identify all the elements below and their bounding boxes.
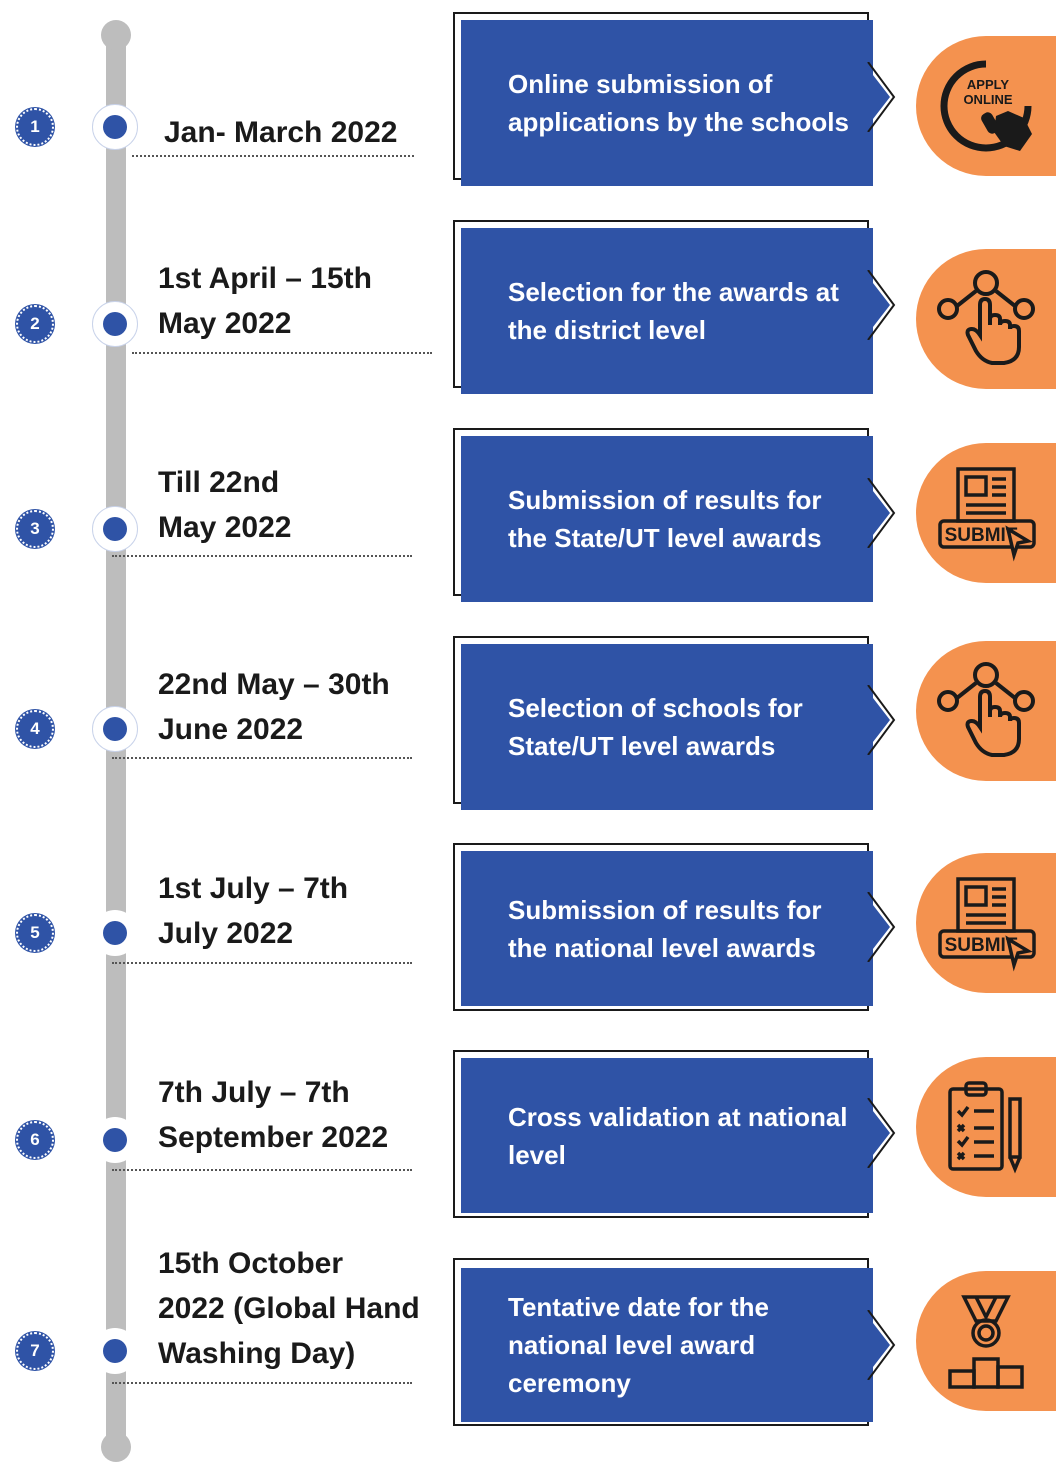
chevron-right-icon (866, 1310, 896, 1380)
apply-online-icon: APPLY ONLINE (916, 36, 1056, 176)
description-box: Selection of schools for State/UT level … (461, 644, 873, 810)
step-date: 7th July – 7th September 2022 (158, 1076, 389, 1154)
timeline-node (92, 706, 138, 752)
dotted-leader-line (112, 1380, 412, 1384)
step-number-badge: 6 (16, 1121, 54, 1159)
timeline-node (92, 104, 138, 150)
dotted-leader-line (112, 755, 412, 759)
svg-text:APPLY: APPLY (967, 77, 1009, 92)
description-box: Submission of results for the national l… (461, 851, 873, 1006)
step-number-badge: 2 (16, 305, 54, 343)
step-description: Online submission of applications by the… (508, 69, 849, 137)
description-box: Submission of results for the State/UT l… (461, 436, 873, 602)
chevron-right-icon (866, 62, 896, 132)
svg-text:SUBMIT: SUBMIT (945, 525, 1018, 546)
chevron-right-icon (866, 685, 896, 755)
timeline-node-dot (103, 1128, 127, 1152)
dotted-leader-line (132, 153, 414, 157)
chevron-right-icon (866, 270, 896, 340)
svg-text:ONLINE: ONLINE (963, 92, 1012, 107)
step-date: 22nd May – 30th June 2022 (158, 668, 390, 746)
step-date: 1st July – 7th July 2022 (158, 872, 349, 950)
timeline-end-cap (101, 1432, 131, 1462)
step-date: Jan- March 2022 (164, 116, 398, 149)
dotted-leader-line (112, 960, 412, 964)
step-date: 1st April – 15th May 2022 (158, 262, 372, 340)
step-date: 15th October 2022 (Global Hand Washing D… (158, 1247, 420, 1370)
step-description: Submission of results for the national l… (508, 894, 822, 963)
submit-form-icon: SUBMIT (916, 443, 1056, 583)
step-description: Selection of schools for State/UT level … (508, 693, 803, 761)
step-description: Cross validation at national level (508, 1101, 848, 1170)
dotted-leader-line (132, 350, 432, 354)
network-hand-icon (916, 641, 1056, 781)
timeline-node-dot (103, 1339, 127, 1363)
timeline-node-dot (103, 921, 127, 945)
step-description: Submission of results for the State/UT l… (508, 485, 822, 553)
description-box: Cross validation at national level (461, 1058, 873, 1213)
chevron-right-icon (866, 478, 896, 548)
step-date: Till 22nd May 2022 (158, 466, 292, 544)
checklist-icon (916, 1057, 1056, 1197)
description-box: Selection for the awards at the district… (461, 228, 873, 394)
step-description: Selection for the awards at the district… (508, 277, 839, 345)
step-number-badge: 3 (16, 510, 54, 548)
description-box: Online submission of applications by the… (461, 20, 873, 186)
chevron-right-icon (866, 892, 896, 962)
timeline-node (92, 506, 138, 552)
step-number-badge: 1 (16, 108, 54, 146)
medal-podium-icon (916, 1271, 1056, 1411)
timeline-node-dot (103, 312, 127, 336)
step-number-badge: 5 (16, 914, 54, 952)
dotted-leader-line (112, 1167, 412, 1171)
timeline-node (92, 301, 138, 347)
step-number-badge: 4 (16, 710, 54, 748)
step-description: Tentative date for the national level aw… (508, 1292, 770, 1398)
timeline-node-dot (103, 517, 127, 541)
submit-form-icon: SUBMIT (916, 853, 1056, 993)
timeline-node (92, 910, 138, 956)
timeline-node-dot (103, 717, 127, 741)
dotted-leader-line (112, 553, 412, 557)
chevron-right-icon (866, 1098, 896, 1168)
timeline-start-cap (101, 20, 131, 50)
timeline-node (92, 1117, 138, 1163)
step-number-badge: 7 (16, 1332, 54, 1370)
timeline-node-dot (103, 115, 127, 139)
timeline-node (92, 1328, 138, 1374)
network-hand-icon (916, 249, 1056, 389)
description-box: Tentative date for the national level aw… (461, 1268, 873, 1422)
svg-text:SUBMIT: SUBMIT (945, 935, 1018, 956)
